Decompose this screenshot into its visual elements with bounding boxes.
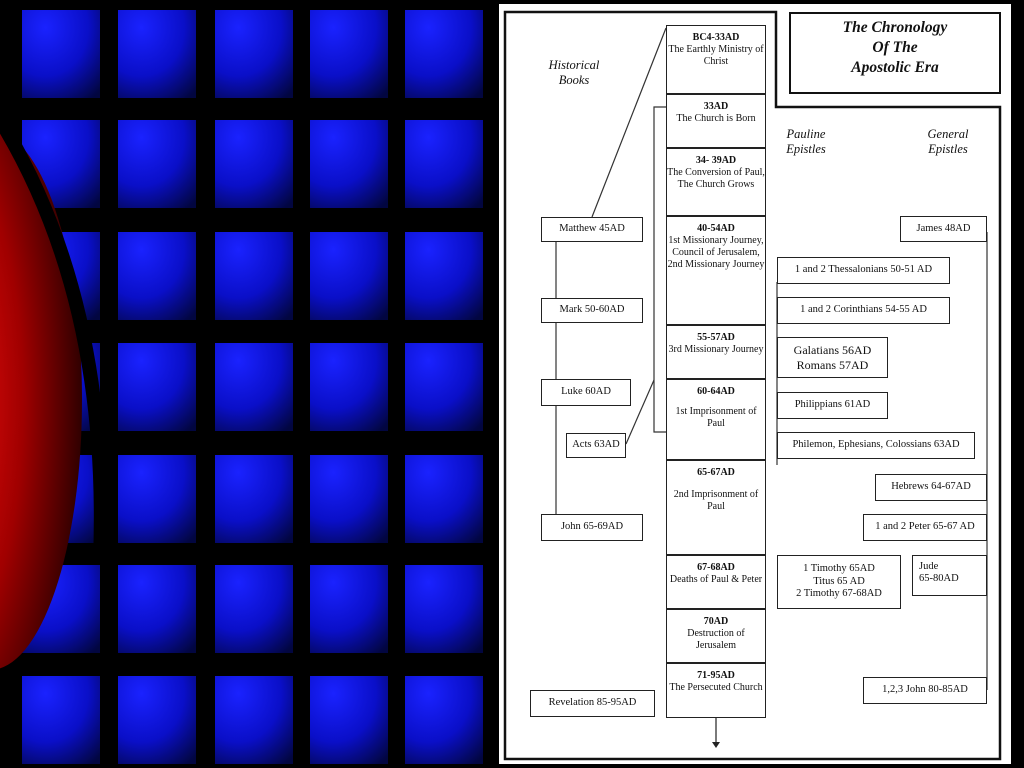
title-line-3: Apostolic Era [851,59,939,77]
chart-title: The Chronology Of The Apostolic Era [789,12,1001,94]
glass-pane [405,565,483,653]
glass-pane [405,343,483,431]
glass-pane [310,455,388,543]
glass-pane [405,120,483,208]
title-line-1: The Chronology [842,19,948,36]
glass-pane [405,232,483,320]
general-epistle-box: 1 and 2 Peter 65-67 AD [863,514,987,541]
pauline-epistle-box: 1 and 2 Thessalonians 50-51 AD [777,257,950,284]
glass-pane [118,120,196,208]
glass-pane [310,676,388,764]
glass-pane [310,565,388,653]
glass-pane [118,232,196,320]
glass-pane [215,343,293,431]
glass-pane [215,565,293,653]
pauline-epistle-box: Philemon, Ephesians, Colossians 63AD [777,432,975,459]
glass-pane [22,676,100,764]
general-epistle-box: Jude 65-80AD [912,555,987,596]
stained-glass-artwork [0,0,492,768]
glass-pane [118,565,196,653]
glass-pane [215,10,293,98]
historical-book-box: John 65-69AD [541,514,643,541]
glass-pane [118,455,196,543]
glass-pane [310,10,388,98]
pauline-epistle-box: Galatians 56AD Romans 57AD [777,337,888,378]
glass-pane [22,10,100,98]
general-epistles-header: General Epistles [927,127,969,156]
historical-book-box: Acts 63AD [566,433,626,458]
pauline-epistle-box: 1 Timothy 65AD Titus 65 AD 2 Timothy 67-… [777,555,901,609]
glass-pane [405,455,483,543]
historical-book-box: Matthew 45AD [541,217,643,242]
glass-pane [405,10,483,98]
glass-pane [215,676,293,764]
title-line-2: Of The [872,39,918,57]
general-epistle-box: 1,2,3 John 80-85AD [863,677,987,704]
glass-pane [310,232,388,320]
general-epistle-box: Hebrews 64-67AD [875,474,987,501]
pauline-epistle-box: 1 and 2 Corinthians 54-55 AD [777,297,950,324]
glass-pane [118,676,196,764]
historical-book-box: Mark 50-60AD [541,298,643,323]
glass-pane [310,343,388,431]
stained-glass-image [0,0,492,768]
historical-book-box: Revelation 85-95AD [530,690,655,717]
glass-pane [310,120,388,208]
glass-pane [118,10,196,98]
glass-pane [118,343,196,431]
general-epistle-box: James 48AD [900,216,987,242]
pauline-epistles-header: Pauline Epistles [786,127,826,156]
glass-pane [215,232,293,320]
glass-pane [405,676,483,764]
glass-pane [215,120,293,208]
historical-book-box: Luke 60AD [541,379,631,406]
historical-books-header: Historical Books [548,58,600,87]
pauline-epistle-box: Philippians 61AD [777,392,888,419]
glass-pane [215,455,293,543]
